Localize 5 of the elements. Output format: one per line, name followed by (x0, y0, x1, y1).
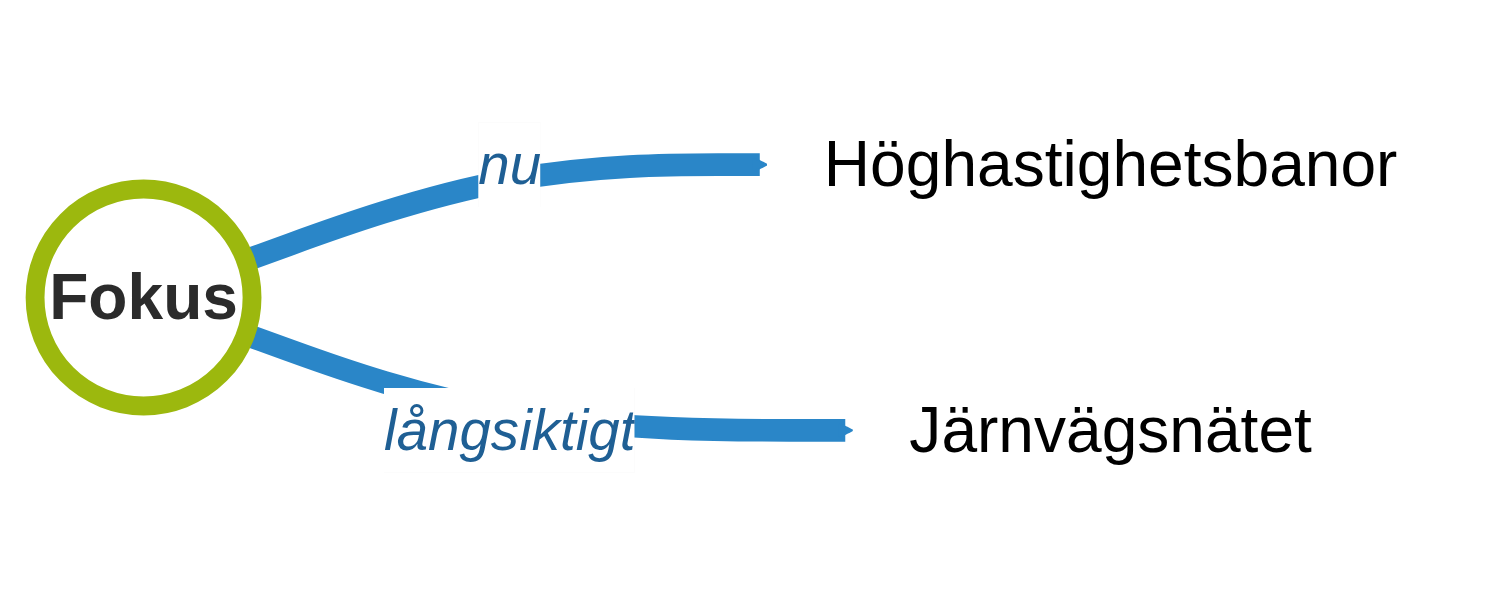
edge-label: långsiktigt (383, 399, 636, 462)
edge-label: nu (478, 133, 542, 196)
node-text: Järnvägsnätet (909, 393, 1312, 466)
node-text: Höghastighetsbanor (823, 127, 1398, 200)
node-circle: Fokus (25, 179, 262, 416)
